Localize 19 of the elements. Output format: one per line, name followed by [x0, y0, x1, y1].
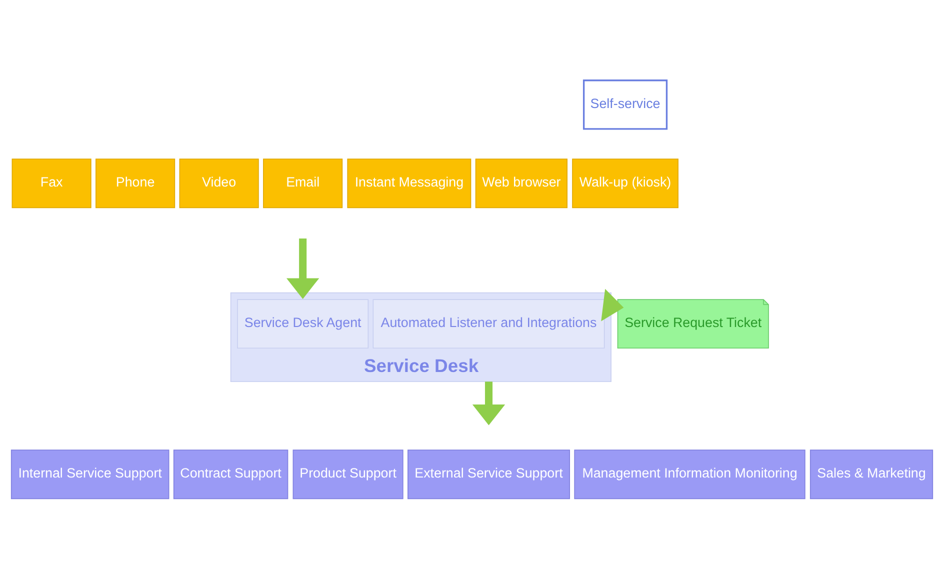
node-box: Product Support — [292, 449, 404, 499]
node-box: Instant Messaging — [347, 158, 472, 208]
node-box: Phone — [96, 158, 176, 208]
node-box: Management Information Monitoring — [574, 449, 806, 499]
node-box: Service Desk Agent — [237, 298, 369, 348]
node-box: Contract Support — [173, 449, 288, 499]
arrow — [286, 238, 320, 298]
node-box: Email — [263, 158, 343, 208]
node-box: Self-service — [582, 79, 668, 130]
node-box: Walk-up (kiosk) — [572, 158, 678, 208]
node-box: Fax — [12, 158, 92, 208]
node-box: Sales & Marketing — [810, 449, 934, 499]
node-box: Internal Service Support — [10, 449, 170, 499]
arrow — [472, 381, 506, 425]
arrow — [601, 288, 624, 321]
node-box: Automated Listener and Integrations — [372, 298, 605, 348]
node-box: Web browser — [475, 158, 568, 208]
node-box: Video — [179, 158, 259, 208]
node-box: External Service Support — [408, 449, 570, 499]
